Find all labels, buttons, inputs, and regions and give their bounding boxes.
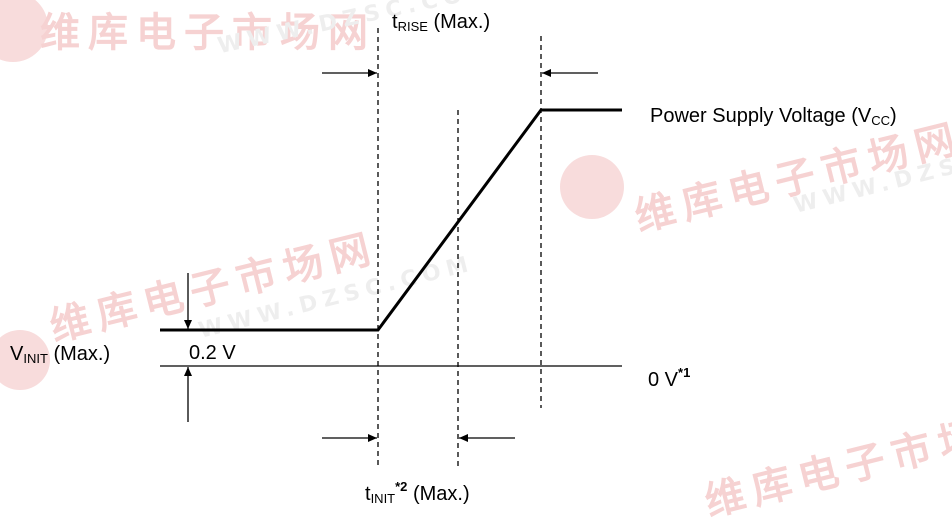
supply-sub: CC <box>871 113 891 128</box>
v-level-label: 0.2 V <box>189 342 236 364</box>
t-init-footnote: *2 <box>395 479 408 494</box>
t-rise-tail: (Max.) <box>427 11 491 33</box>
v-init-main: V <box>10 343 24 365</box>
t-rise-label: tRISE (Max.) <box>392 12 490 33</box>
supply-waveform <box>160 108 622 332</box>
supply-main: Power Supply Voltage (V <box>650 105 872 127</box>
zero-volt-label: 0 V*1 <box>648 366 690 390</box>
supply-tail: ) <box>890 105 897 127</box>
v-init-tail: (Max.) <box>47 343 111 365</box>
v-init-label: VINIT (Max.) <box>10 344 110 365</box>
t-init-main: t <box>365 483 371 505</box>
t-init-sub: INIT <box>370 491 396 506</box>
t-rise-main: t <box>392 11 398 33</box>
t-rise-sub: RISE <box>397 19 428 34</box>
v-init-sub: INIT <box>23 351 48 366</box>
zero-volt-main: 0 V <box>648 369 679 391</box>
t-init-tail: (Max.) <box>407 483 470 505</box>
zero-volt-footnote: *1 <box>678 365 691 380</box>
t-init-label: tINIT*2 (Max.) <box>365 480 470 505</box>
timing-diagram <box>160 28 622 468</box>
supply-label: Power Supply Voltage (VCC) <box>650 106 897 127</box>
